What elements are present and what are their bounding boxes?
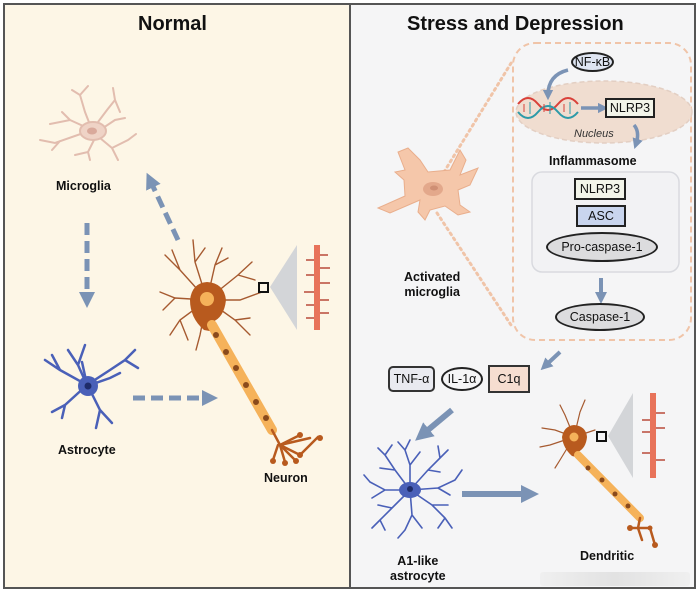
stressed-neuron-icon [539,399,658,548]
neuron-icon [159,239,323,466]
zoom-cone-stress [608,393,633,478]
normal-title: Normal [138,13,207,35]
inflammasome-zoom-container [512,42,692,341]
inflammasome-label: Inflammasome [549,154,637,168]
dendritic-label: Dendritic [580,549,635,563]
nlrp3-nucleus-node: NLRP3 [605,98,655,118]
arrow-nlrp3-to-inflammasome [632,123,643,149]
astrocyte-icon [43,343,140,430]
pro-caspase-node: Pro-caspase-1 [546,232,658,262]
arrow-cytokines-to-astrocyte [415,407,454,441]
stress-title: Stress and Depression [407,13,624,35]
axon-icon [207,320,277,435]
zoom-region-icon-stress [596,431,607,442]
dendrite-sparse-spines-icon [642,393,665,478]
dna-icon [517,97,579,119]
tnf-node: TNF-α [388,366,435,392]
il1-node: IL-1α [441,367,483,391]
zoom-region-icon [258,282,269,293]
nfkb-node: NF-κB [571,52,614,72]
arrow-nfkb-to-dna [542,68,569,101]
nucleus-label: Nucleus [574,128,614,140]
arrow-neuron-to-microglia [146,172,181,242]
watermark [540,572,690,586]
arrow-inflammasome-to-cytokines [540,350,562,371]
nlrp3-complex-node: NLRP3 [574,178,626,200]
microglia-label: Microglia [56,179,111,193]
zoom-cone [270,245,297,330]
neuron-label: Neuron [264,471,308,485]
dendrite-spines-icon [304,245,330,330]
activated-microglia-icon [376,147,479,221]
a1-astrocyte-label: A1-like astrocyte [390,554,446,583]
asc-node: ASC [576,205,626,227]
astrocyte-label: Astrocyte [58,443,116,457]
resting-microglia-icon [39,85,137,161]
c1q-node: C1q [488,365,530,393]
caspase-node: Caspase-1 [555,303,645,331]
a1-astrocyte-icon [363,439,463,539]
activated-microglia-label: Activated microglia [404,270,461,299]
